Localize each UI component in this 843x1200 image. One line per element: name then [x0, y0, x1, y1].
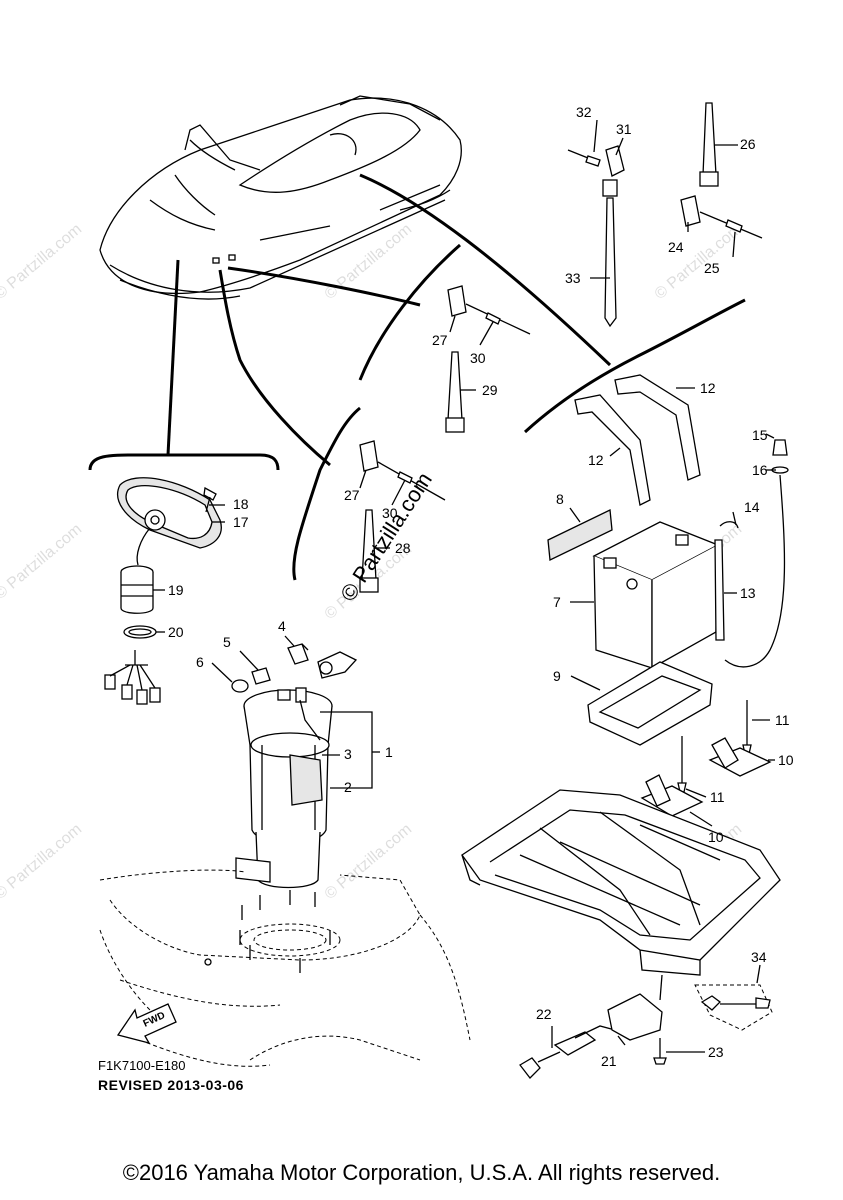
callout-20: 20	[168, 624, 184, 640]
callout-14: 14	[744, 499, 760, 515]
sensor-assembly	[519, 974, 773, 1079]
callout-13: 13	[740, 585, 756, 601]
callout-24: 24	[668, 239, 684, 255]
callout-7: 7	[553, 594, 561, 610]
callout-1: 1	[385, 744, 393, 760]
callout-33: 33	[565, 270, 581, 286]
callout-11a: 11	[775, 712, 790, 728]
callout-16: 16	[752, 462, 768, 478]
callout-5: 5	[223, 634, 231, 650]
faint-watermark: © Partzilla.com	[322, 221, 416, 303]
revision-date: REVISED 2013-03-06	[98, 1077, 244, 1093]
callout-leaders	[153, 119, 776, 1053]
callout-28: 28	[395, 540, 411, 556]
faint-watermark: © Partzilla.com	[0, 521, 85, 603]
diagram-code: F1K7100-E180	[98, 1058, 185, 1073]
callout-34: 34	[751, 949, 767, 965]
callout-32: 32	[576, 104, 592, 120]
callout-10a: 10	[778, 752, 794, 768]
callout-26: 26	[740, 136, 756, 152]
group-bracket-lines	[88, 173, 746, 581]
callout-15: 15	[752, 427, 768, 443]
tank-studs	[239, 890, 331, 973]
battery-box-frame	[461, 789, 781, 976]
callout-2: 2	[344, 779, 352, 795]
callout-11b: 11	[710, 789, 725, 805]
callout-8: 8	[556, 491, 564, 507]
callout-17: 17	[233, 514, 249, 530]
callout-19: 19	[168, 582, 184, 598]
callout-9: 9	[553, 668, 561, 684]
callout-27b: 27	[344, 487, 360, 503]
callout-21: 21	[601, 1053, 617, 1069]
fuel-cover-assembly	[104, 477, 222, 705]
cable-ties-upper	[567, 102, 763, 328]
faint-watermark: © Partzilla.com	[322, 821, 416, 903]
callout-12b: 12	[588, 452, 604, 468]
callout-10b: 10	[708, 829, 724, 845]
callout-25: 25	[704, 260, 720, 276]
callout-30a: 30	[470, 350, 486, 366]
faint-watermark: © Partzilla.com	[0, 821, 85, 903]
fwd-arrow-icon: FWD	[116, 1003, 177, 1045]
callout-numbers: 32 31 33 26 24 25 27 30 29 27 30 28 18 1…	[168, 104, 794, 1069]
callout-29: 29	[482, 382, 498, 398]
callout-3: 3	[344, 746, 352, 762]
copyright-notice: ©2016 Yamaha Motor Corporation, U.S.A. A…	[122, 1160, 721, 1185]
callout-12a: 12	[700, 380, 716, 396]
callout-4: 4	[278, 618, 286, 634]
faint-watermark: © Partzilla.com	[0, 221, 85, 303]
callout-22: 22	[536, 1006, 552, 1022]
fuel-pump-assembly	[231, 643, 380, 889]
fuel-tank-outline	[99, 869, 471, 1067]
callout-6: 6	[196, 654, 204, 670]
callout-31: 31	[616, 121, 632, 137]
watercraft-illustration	[99, 95, 462, 300]
cable-ties-middle	[359, 285, 531, 593]
callout-30b: 30	[382, 505, 398, 521]
faint-watermark: © Partzilla.com	[652, 221, 746, 303]
callout-18: 18	[233, 496, 249, 512]
callout-27a: 27	[432, 332, 448, 348]
battery-assembly	[547, 374, 789, 817]
callout-23: 23	[708, 1044, 724, 1060]
